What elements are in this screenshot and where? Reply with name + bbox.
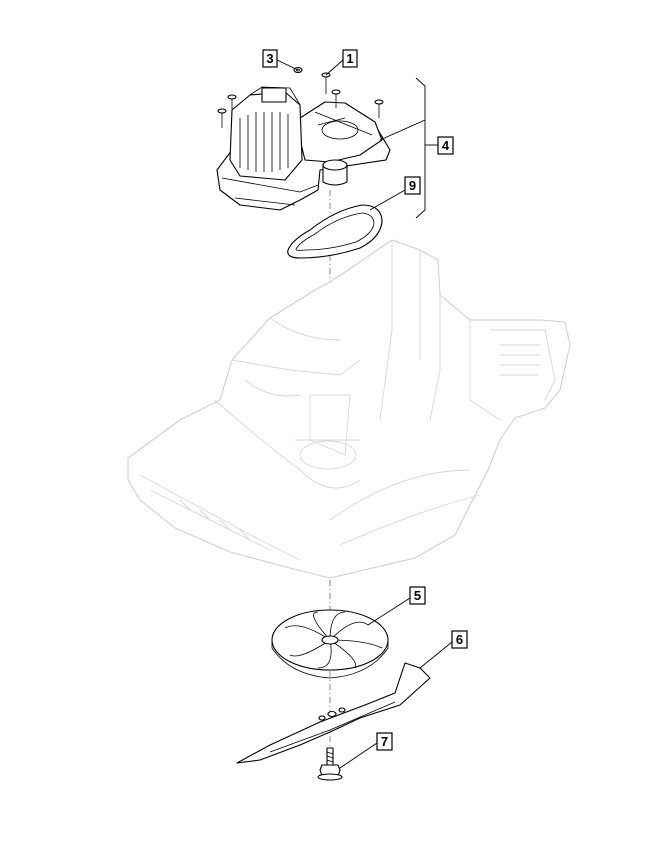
callout-label: 4 — [442, 138, 450, 153]
motor-unit — [216, 86, 391, 211]
cooling-fan — [271, 609, 389, 679]
cutting-blade — [236, 662, 431, 764]
mower-deck — [127, 239, 571, 579]
drive-belt — [287, 204, 383, 259]
callout-3: 3 — [262, 49, 278, 68]
callout-label: 1 — [346, 51, 353, 66]
leader-4 — [379, 119, 426, 141]
blade-bolt — [317, 747, 343, 781]
leader-5 — [367, 597, 411, 626]
screw-icon — [217, 108, 227, 128]
motor-top-terminal — [261, 87, 287, 103]
screw-icon — [374, 99, 384, 118]
callout-1: 1 — [342, 49, 358, 68]
callout-label: 9 — [409, 178, 416, 193]
leader-7 — [339, 742, 378, 769]
leader-9 — [369, 189, 406, 211]
screw-icon — [227, 94, 237, 112]
screw-icon — [321, 72, 331, 94]
leader-1 — [325, 59, 344, 76]
callout-7: 7 — [376, 732, 393, 751]
leader-3 — [276, 59, 299, 71]
screw-icon — [331, 89, 341, 108]
callout-5: 5 — [409, 586, 426, 605]
callout-9: 9 — [404, 176, 421, 195]
assembly-bracket — [415, 77, 426, 219]
callout-label: 7 — [381, 734, 388, 749]
callout-label: 6 — [456, 632, 463, 647]
leader-6 — [419, 641, 453, 669]
callout-label: 5 — [414, 588, 421, 603]
callout-4: 4 — [437, 136, 454, 155]
callout-label: 3 — [266, 51, 273, 66]
callout-6: 6 — [451, 630, 468, 649]
